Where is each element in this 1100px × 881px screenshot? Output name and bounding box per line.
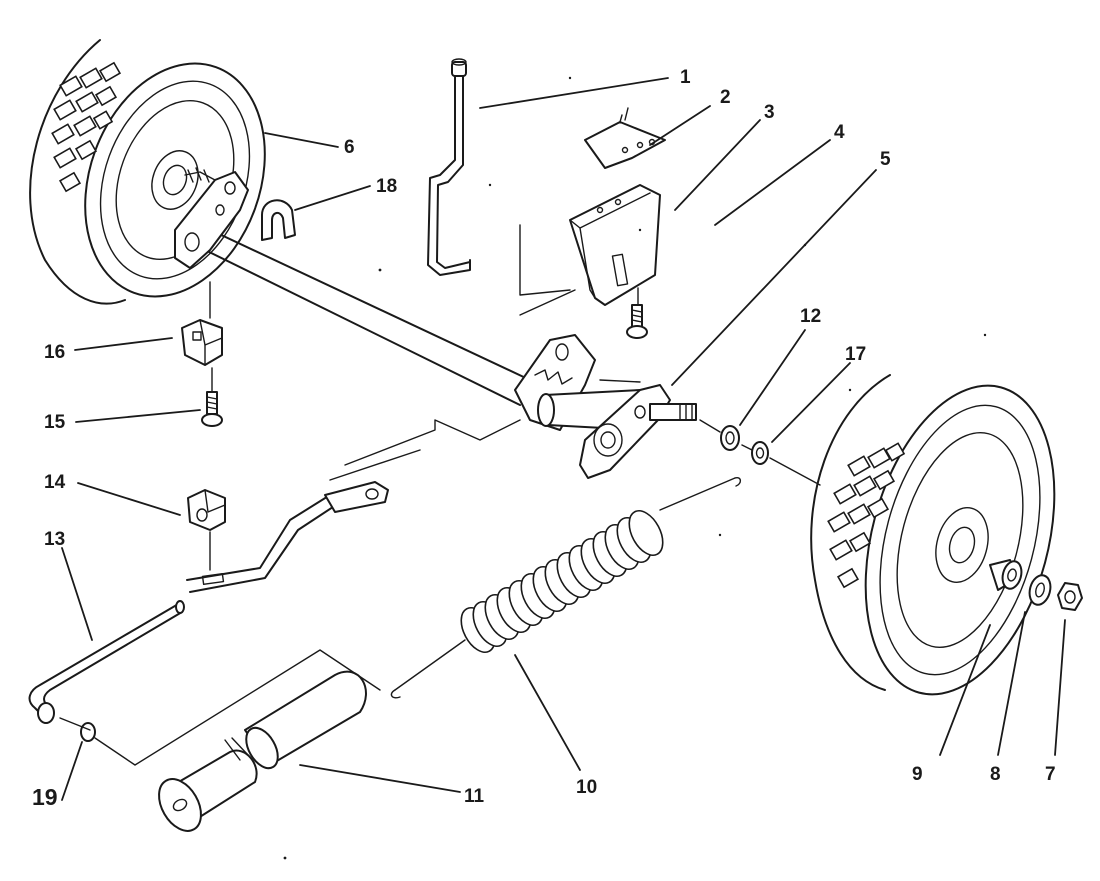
callout-13: 13 bbox=[44, 529, 65, 550]
latch-plate bbox=[584, 107, 666, 169]
callout-5: 5 bbox=[880, 149, 891, 170]
axle-rod bbox=[191, 224, 531, 406]
left-wheel bbox=[29, 39, 266, 305]
callout-12: 12 bbox=[800, 306, 821, 327]
leader-lines bbox=[61, 77, 1066, 801]
spring-coils bbox=[460, 510, 664, 653]
callout-16: 16 bbox=[44, 342, 65, 363]
washer-12 bbox=[720, 425, 740, 451]
height-adjust-lever bbox=[427, 58, 471, 276]
circlip-19 bbox=[59, 649, 381, 766]
callout-18: 18 bbox=[376, 176, 397, 197]
right-wheel bbox=[810, 374, 1056, 696]
callout-9: 9 bbox=[912, 764, 923, 785]
callout-15: 15 bbox=[44, 412, 66, 433]
left-tread-pattern bbox=[51, 61, 122, 193]
block-14 bbox=[187, 489, 226, 571]
spring-10 bbox=[390, 476, 742, 699]
link-rod bbox=[186, 481, 389, 593]
nut-7 bbox=[1057, 582, 1083, 611]
screw-15 bbox=[201, 367, 223, 427]
washer-17 bbox=[751, 441, 769, 465]
callout-17: 17 bbox=[845, 344, 866, 365]
left-axle-bracket bbox=[174, 167, 249, 269]
callout-3: 3 bbox=[764, 102, 775, 123]
callout-7: 7 bbox=[1045, 764, 1056, 785]
handle-rod-13 bbox=[28, 600, 185, 724]
callout-14: 14 bbox=[44, 472, 66, 493]
callout-1: 1 bbox=[680, 67, 691, 88]
callout-2: 2 bbox=[720, 87, 731, 108]
height-bracket bbox=[519, 184, 661, 316]
callout-6: 6 bbox=[344, 137, 355, 158]
callout-19: 19 bbox=[32, 784, 58, 810]
washer-right bbox=[1028, 574, 1052, 606]
screw-4 bbox=[626, 287, 648, 339]
block-16 bbox=[181, 281, 223, 366]
right-tread-pattern bbox=[827, 442, 906, 589]
callout-4: 4 bbox=[834, 122, 845, 143]
callout-11: 11 bbox=[464, 786, 485, 807]
callout-labels: 1 2 3 4 5 6 7 8 9 10 11 12 13 14 15 16 1… bbox=[32, 67, 1056, 810]
clip-18 bbox=[261, 199, 296, 241]
axle-arm-assembly bbox=[514, 334, 697, 479]
callout-10: 10 bbox=[576, 777, 597, 798]
grip-tube-11 bbox=[158, 670, 367, 832]
bushing-8 bbox=[989, 559, 1023, 591]
callout-8: 8 bbox=[990, 764, 1001, 785]
